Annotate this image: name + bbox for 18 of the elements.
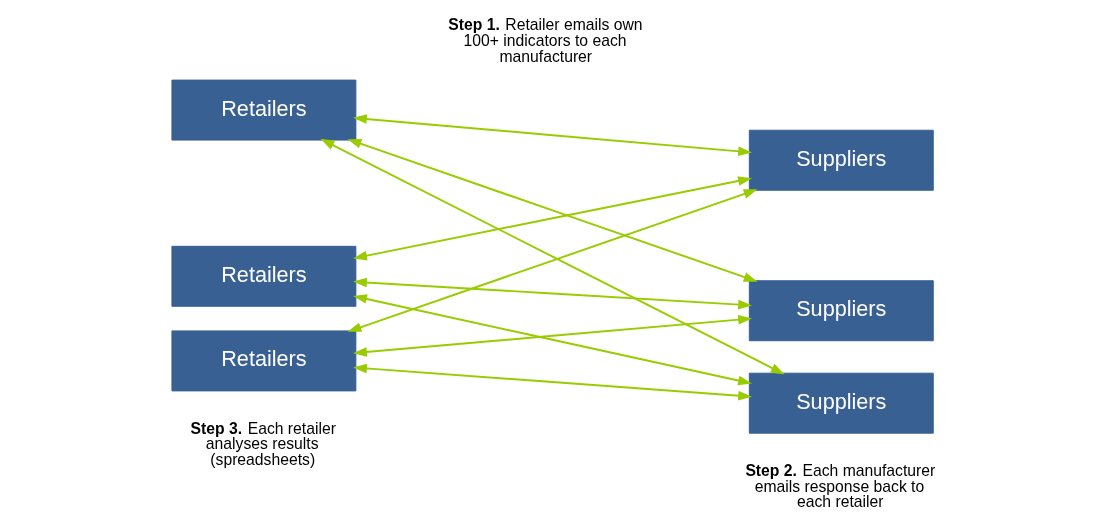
arrow	[353, 277, 752, 310]
node-box: Suppliers	[748, 372, 934, 434]
label: Step 3. Each retailer analyses results (spreadsheets)	[190, 419, 336, 468]
arrow	[353, 176, 752, 261]
arrow	[353, 294, 752, 386]
arrow	[353, 114, 752, 157]
node-box: Retailers	[171, 330, 357, 392]
arrow	[353, 363, 752, 401]
label: Step 2. Each manufacturer emails response back to each retailer	[745, 461, 936, 511]
arrow	[347, 139, 758, 282]
node-box: Retailers	[171, 245, 357, 307]
arrow	[347, 189, 758, 332]
label: Step 1. Retailer emails own 100+ indicators to each manufacturer	[448, 16, 643, 65]
node-box: Suppliers	[748, 129, 934, 191]
arrow	[353, 314, 752, 357]
node-box: Suppliers	[748, 280, 934, 342]
node-box: Retailers	[171, 79, 357, 141]
arrow	[320, 138, 785, 375]
